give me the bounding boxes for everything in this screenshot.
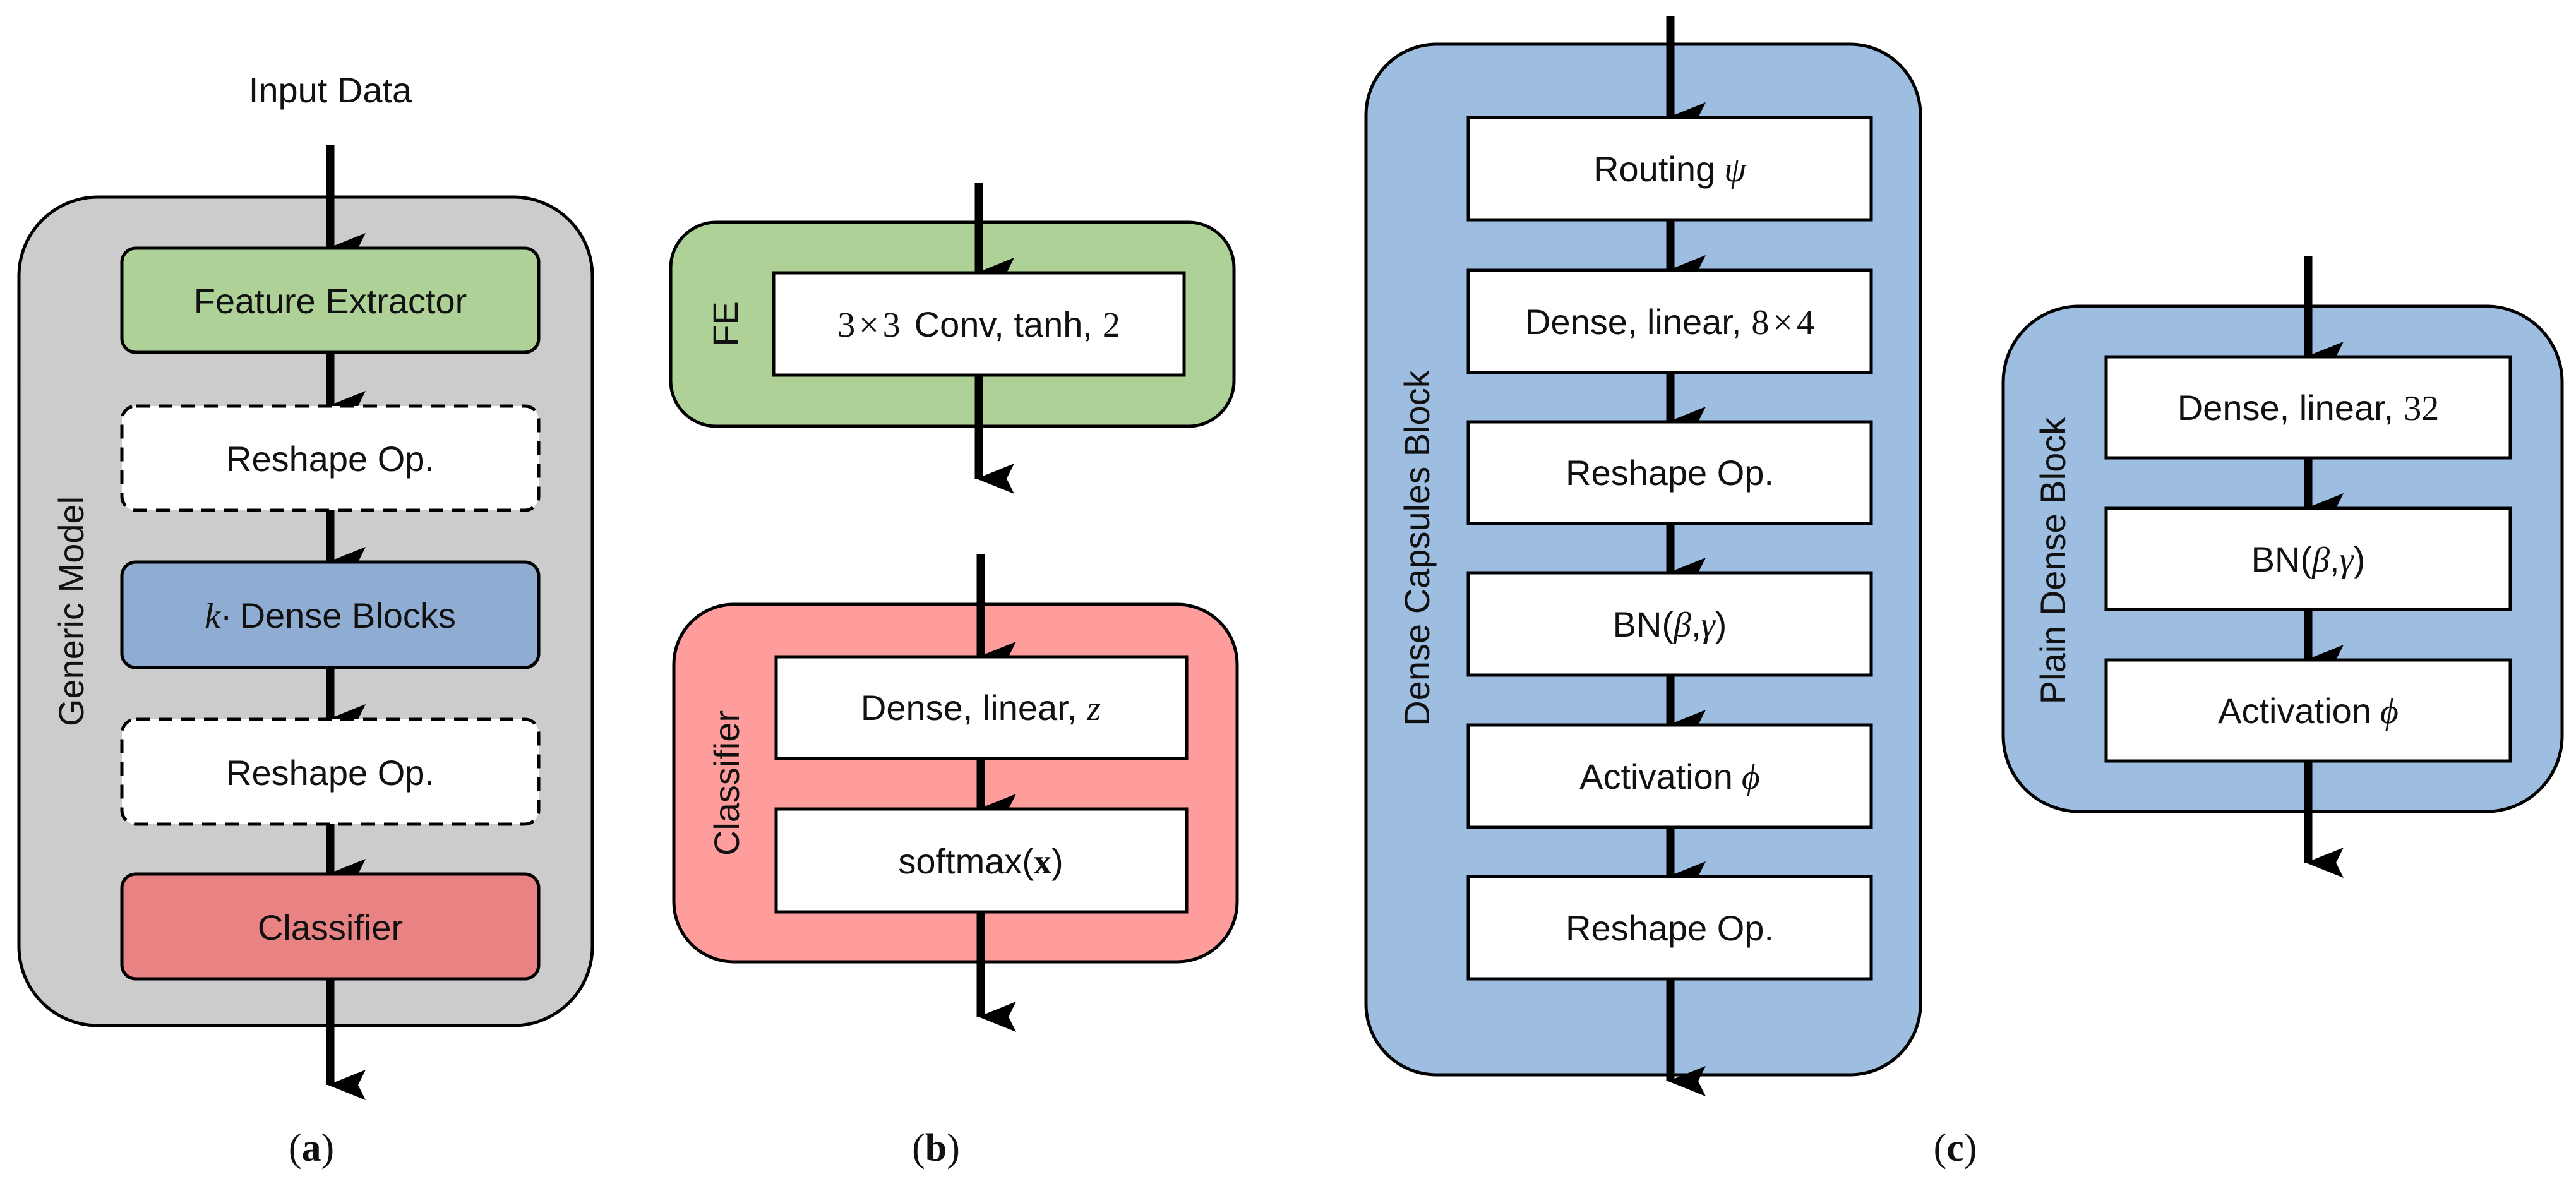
softmax-label: softmax(x) (898, 841, 1063, 882)
caption-a: (a) (289, 1127, 334, 1170)
dense-linear-8x4-label: Dense, linear,8×4 (1525, 302, 1814, 342)
plain-bn-box (2104, 506, 2512, 611)
fe-label: FE (705, 301, 745, 347)
plain-dense-label: Plain Dense Block (2033, 417, 2073, 704)
dense-linear-z-box (774, 655, 1189, 760)
classifier-side-label: Classifier (707, 710, 746, 856)
dense-linear-8x4-box (1466, 268, 1873, 374)
reshape-op-label-c1: Reshape Op. (1566, 453, 1774, 493)
bn-box (1466, 571, 1873, 677)
dense-blocks-label: k·Dense Blocks (205, 596, 456, 636)
reshape-op-box-c1 (1466, 420, 1873, 525)
classifier-label: Classifier (258, 907, 403, 947)
input-data-label: Input Data (249, 70, 412, 110)
panel-a: Input Data Generic Model Feature Extract… (17, 70, 594, 1170)
bn-label: BN(β,γ) (1613, 604, 1727, 645)
reshape-op-label-2: Reshape Op. (226, 753, 434, 793)
plain-dense-linear-label: Dense, linear,32 (2178, 388, 2439, 428)
reshape-op-box-c2 (1466, 875, 1873, 981)
caption-b: (b) (912, 1127, 960, 1170)
dense-capsules-label: Dense Capsules Block (1397, 369, 1437, 726)
caption-c: (c) (1934, 1127, 1977, 1170)
plain-activation-box (2104, 658, 2512, 763)
activation-box (1466, 723, 1873, 829)
feature-extractor-label: Feature Extractor (194, 281, 467, 321)
reshape-op-label-1: Reshape Op. (226, 439, 434, 479)
generic-model-label: Generic Model (51, 496, 91, 726)
plain-bn-label: BN(β,γ) (2251, 539, 2366, 580)
reshape-op-label-c2: Reshape Op. (1566, 908, 1774, 948)
dense-blocks-box (120, 560, 541, 669)
reshape-op-box-1 (120, 404, 541, 512)
feature-extractor-box (120, 246, 541, 354)
plain-dense-linear-box (2104, 355, 2512, 460)
dense-linear-z-label: Dense, linear,z (861, 688, 1101, 728)
softmax-box (774, 807, 1189, 914)
classifier-box (120, 872, 541, 981)
routing-box (1466, 116, 1873, 222)
conv-box (772, 271, 1186, 377)
reshape-op-box-2 (120, 717, 541, 826)
